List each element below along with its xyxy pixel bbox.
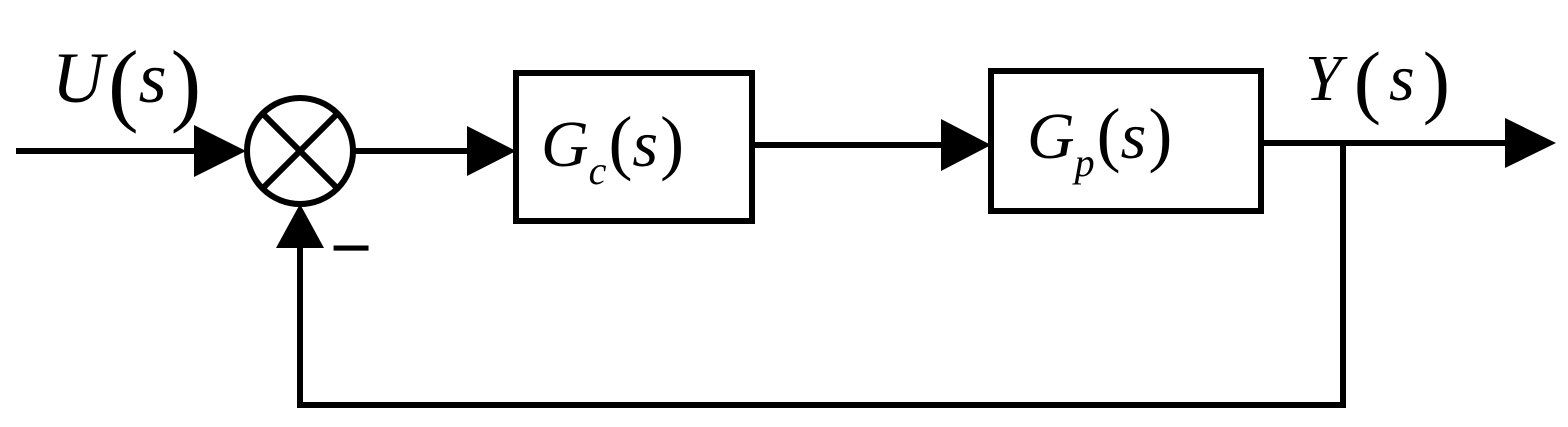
feedback-path	[297, 143, 1346, 408]
output-label: Y(s)	[1305, 35, 1450, 126]
controller-block	[513, 70, 755, 224]
feedback-sign: −	[330, 208, 372, 288]
controller-label: Gc(s)	[541, 102, 684, 193]
feedback-arrowhead	[276, 204, 324, 248]
input-arrowhead	[194, 125, 246, 177]
summing-junction	[244, 95, 356, 207]
plant-block	[988, 68, 1264, 214]
plant-input-arrowhead	[941, 119, 991, 171]
input-label: U(s)	[52, 32, 201, 134]
controller-input-arrowhead	[467, 126, 516, 176]
plant-label: Gp(s)	[1027, 94, 1172, 185]
output-arrowhead	[1505, 118, 1556, 168]
